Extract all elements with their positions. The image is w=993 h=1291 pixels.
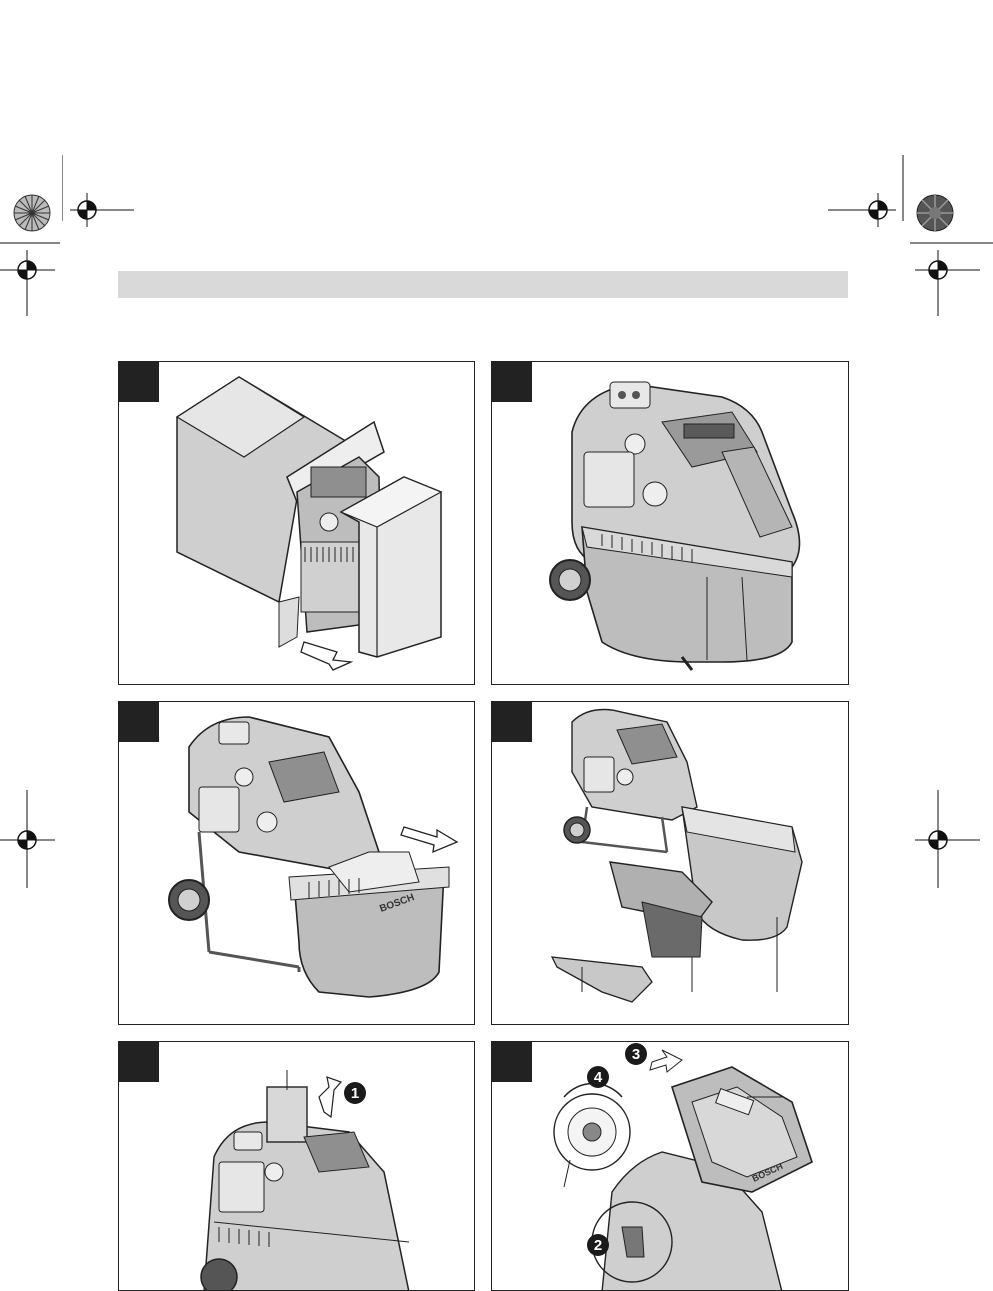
registration-crosshair-icon (0, 240, 60, 320)
arrow-icon (401, 827, 457, 852)
step-marker-2: 2 (587, 1234, 609, 1256)
figure-4-components (491, 701, 849, 1025)
registration-crosshair-icon (0, 790, 60, 890)
color-calibration-wheel-icon (915, 193, 955, 233)
cover-opening-illustration (119, 1042, 475, 1291)
step-marker-4: 4 (587, 1066, 609, 1088)
figure-3-removing-container: BOSCH (118, 701, 475, 1025)
container-removal-illustration: BOSCH (119, 702, 475, 1025)
funnel-removal-illustration: BOSCH (492, 1042, 849, 1291)
components-illustration (492, 702, 849, 1025)
arrow-icon (650, 1050, 682, 1072)
figure-1-unpacking (118, 361, 475, 685)
registration-crosshair-icon (828, 155, 908, 265)
calibration-wheel-icon (12, 193, 52, 233)
step-marker-3: 3 (625, 1043, 647, 1065)
step-marker-1: 1 (344, 1082, 366, 1104)
registration-crosshair-icon (910, 240, 993, 320)
figure-6-removing-funnel: BOSCH 4 3 2 (491, 1041, 849, 1291)
shredder-illustration (492, 362, 849, 685)
registration-crosshair-icon (910, 790, 993, 890)
arrow-icon (319, 1077, 341, 1117)
unboxing-illustration (119, 362, 475, 685)
figure-2-assembled-shredder (491, 361, 849, 685)
registration-crosshair-icon (62, 155, 142, 265)
figure-5-opening-cover: 1 (118, 1041, 475, 1291)
header-bar (118, 271, 848, 298)
